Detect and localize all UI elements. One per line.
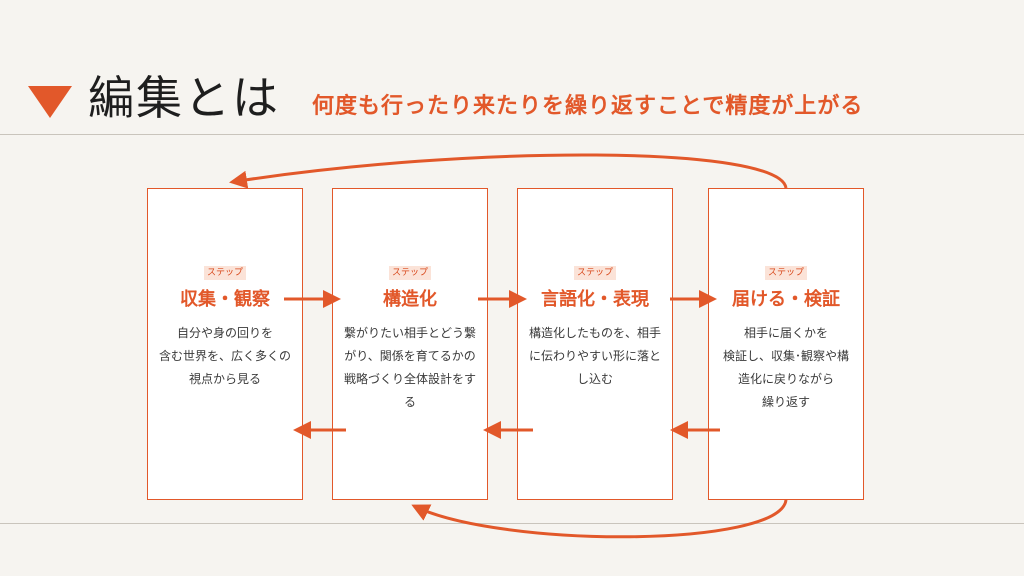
- loop-arrow-top: [229, 153, 788, 189]
- step-title: 言語化・表現: [539, 286, 651, 314]
- page-subtitle: 何度も行ったり来たりを繰り返すことで精度が上がる: [312, 93, 864, 119]
- step-card-structure: [332, 188, 488, 500]
- step-title: 届ける・検証: [730, 286, 842, 314]
- footer-divider: [0, 523, 1024, 524]
- step-card-deliver: [708, 188, 864, 500]
- step-title: 構造化: [381, 286, 439, 314]
- step-tag: ステップ: [573, 266, 617, 280]
- page-title: 編集とは: [88, 71, 280, 125]
- step-tag: ステップ: [203, 266, 247, 280]
- step-description: 構造化したものを、相手 に伝わりやすい形に落と し込む: [528, 326, 661, 386]
- step-title: 収集・観察: [178, 286, 272, 314]
- step-description: 繋がりたい相手とどう繋 がり、関係を育てるかの 戦略づくり全体設計をす る: [343, 326, 476, 409]
- step-tag: ステップ: [388, 266, 432, 280]
- step-tag: ステップ: [764, 266, 808, 280]
- loop-arrow-bottom: [411, 499, 788, 539]
- header-divider: [0, 134, 1024, 135]
- step-description: 自分や身の回りを 含む世界を、広く多くの 視点から見る: [158, 326, 291, 386]
- step-card-collect: [147, 188, 303, 500]
- down-triangle-icon: [28, 86, 72, 118]
- step-card-express: [517, 188, 673, 500]
- step-description: 相手に届くかを 検証し、収集･観察や構 造化に戻りながら 繰り返す: [722, 326, 849, 409]
